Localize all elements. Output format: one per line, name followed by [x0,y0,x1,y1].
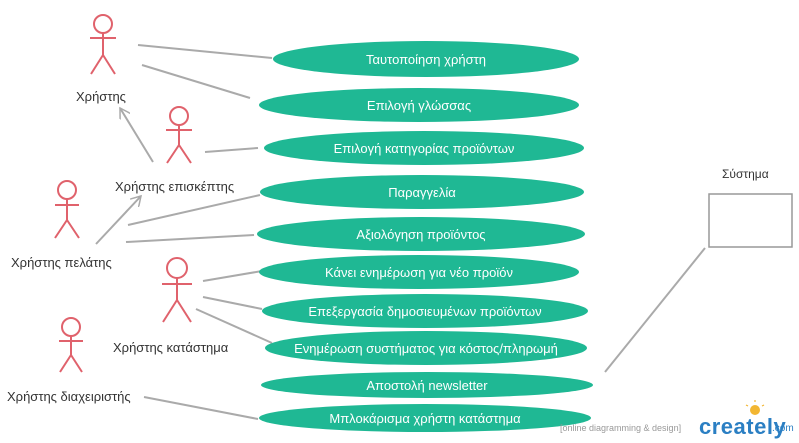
use-case-label: Ενημέρωση συστήματος για κόστος/πληρωμή [294,341,558,356]
assoc-store-uc8 [195,308,273,344]
use-case[interactable]: Επιλογή γλώσσας [259,88,579,122]
use-case[interactable]: Επιλογή κατηγορίας προϊόντων [264,131,584,165]
actor-label-visitor: Χρήστης επισκέπτης [115,179,235,194]
brand-suffix: .com [772,423,794,434]
system-label: Σύστημα [722,167,769,181]
actor-visitor-figure [166,106,192,164]
actor-store-figure [162,257,192,323]
use-case[interactable]: Κάνει ενημέρωση για νέο προϊόν [259,255,579,289]
use-case[interactable]: Ταυτοποίηση χρήστη [273,41,579,77]
use-case-label: Επιλογή κατηγορίας προϊόντων [334,141,515,156]
assoc-customer-uc5 [125,234,255,243]
use-case[interactable]: Επεξεργασία δημοσιευμένων προϊόντων [262,294,588,328]
actor-label-user: Χρήστης [76,89,126,104]
assoc-admin-uc10 [143,396,259,420]
assoc-store-uc6 [202,270,263,282]
generalization-visitor-user [119,108,154,163]
assoc-system-line [604,247,706,373]
actor-customer-figure [54,180,80,239]
use-case[interactable]: Αξιολόγηση προϊόντος [257,217,585,251]
system-box[interactable] [708,193,793,248]
use-case-label: Αξιολόγηση προϊόντος [356,227,485,242]
brand-logo[interactable]: creately [699,414,787,439]
use-case-label: Παραγγελία [388,185,456,200]
actor-label-store: Χρήστης κατάστημα [113,340,229,355]
actor-admin-figure [59,317,83,373]
use-case-label: Κάνει ενημέρωση για νέο προϊόν [325,265,513,280]
lightbulb-icon [745,400,765,415]
use-case-label: Επεξεργασία δημοσιευμένων προϊόντων [308,304,541,319]
use-case[interactable]: Παραγγελία [260,175,584,209]
use-case[interactable]: Μπλοκάρισμα χρήστη κατάστημα [259,404,591,432]
assoc-user-uc1 [137,44,273,59]
watermark-text: [online diagramming & design] [560,423,682,433]
use-case-label: Αποστολή newsletter [366,378,488,393]
actor-label-admin: Χρήστης διαχειριστής [7,389,131,404]
assoc-store-uc7 [202,296,263,310]
assoc-user-uc2 [141,64,251,99]
assoc-customer-uc4 [127,194,261,226]
use-case[interactable]: Αποστολή newsletter [261,372,593,398]
use-case[interactable]: Ενημέρωση συστήματος για κόστος/πληρωμή [265,331,587,365]
actor-label-customer: Χρήστης πελάτης [11,255,112,270]
use-case-label: Μπλοκάρισμα χρήστη κατάστημα [329,411,521,426]
generalization-customer-visitor [95,196,141,245]
actor-user-figure [90,14,116,75]
use-case-label: Επιλογή γλώσσας [367,98,471,113]
assoc-visitor-uc3 [204,147,259,153]
use-case-label: Ταυτοποίηση χρήστη [366,52,486,67]
